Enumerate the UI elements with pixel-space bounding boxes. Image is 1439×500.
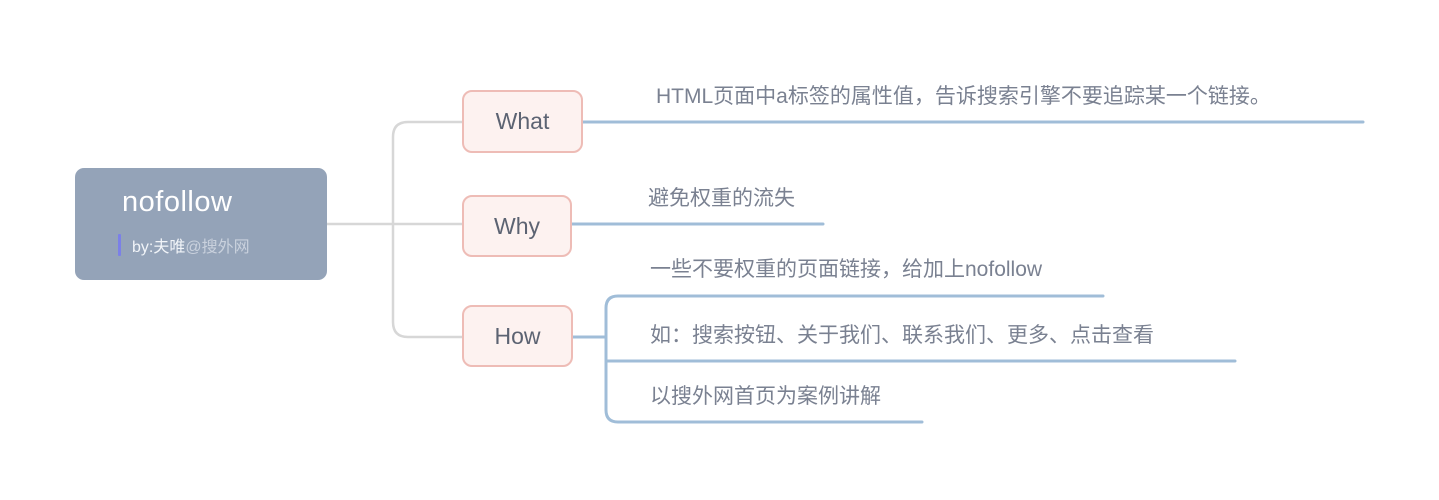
branch-how-label: How (494, 322, 541, 349)
byline-accent-bar-icon (118, 234, 121, 256)
topic-how-detail-3[interactable]: 以搜外网首页为案例讲解 (650, 385, 881, 408)
branch-what-label: What (495, 108, 550, 134)
branch-node-why[interactable]: Why (462, 195, 572, 257)
topic-what-detail[interactable]: HTML页面中a标签的属性值，告诉搜索引擎不要追踪某一个链接。 (656, 85, 1271, 108)
byline-site: @搜外网 (185, 239, 250, 256)
topic-how-detail-1[interactable]: 一些不要权重的页面链接，给加上nofollow (650, 258, 1043, 281)
branch-node-how[interactable]: How (462, 305, 573, 367)
branch-why-label: Why (494, 212, 540, 239)
topic-why-detail[interactable]: 避免权重的流失 (648, 187, 795, 210)
byline-author: by:夫唯 (132, 239, 186, 256)
topic-how-detail-2[interactable]: 如：搜索按钮、关于我们、联系我们、更多、点击查看 (650, 324, 1154, 347)
connector-trunk (391, 120, 464, 339)
root-title: nofollow (122, 186, 233, 218)
byline: by:夫唯 @搜外网 (118, 233, 250, 257)
branch-node-what[interactable]: What (462, 90, 583, 153)
root-node-nofollow[interactable]: nofollow by:夫唯 @搜外网 (75, 168, 327, 280)
bracket-how-children (604, 294, 1105, 424)
